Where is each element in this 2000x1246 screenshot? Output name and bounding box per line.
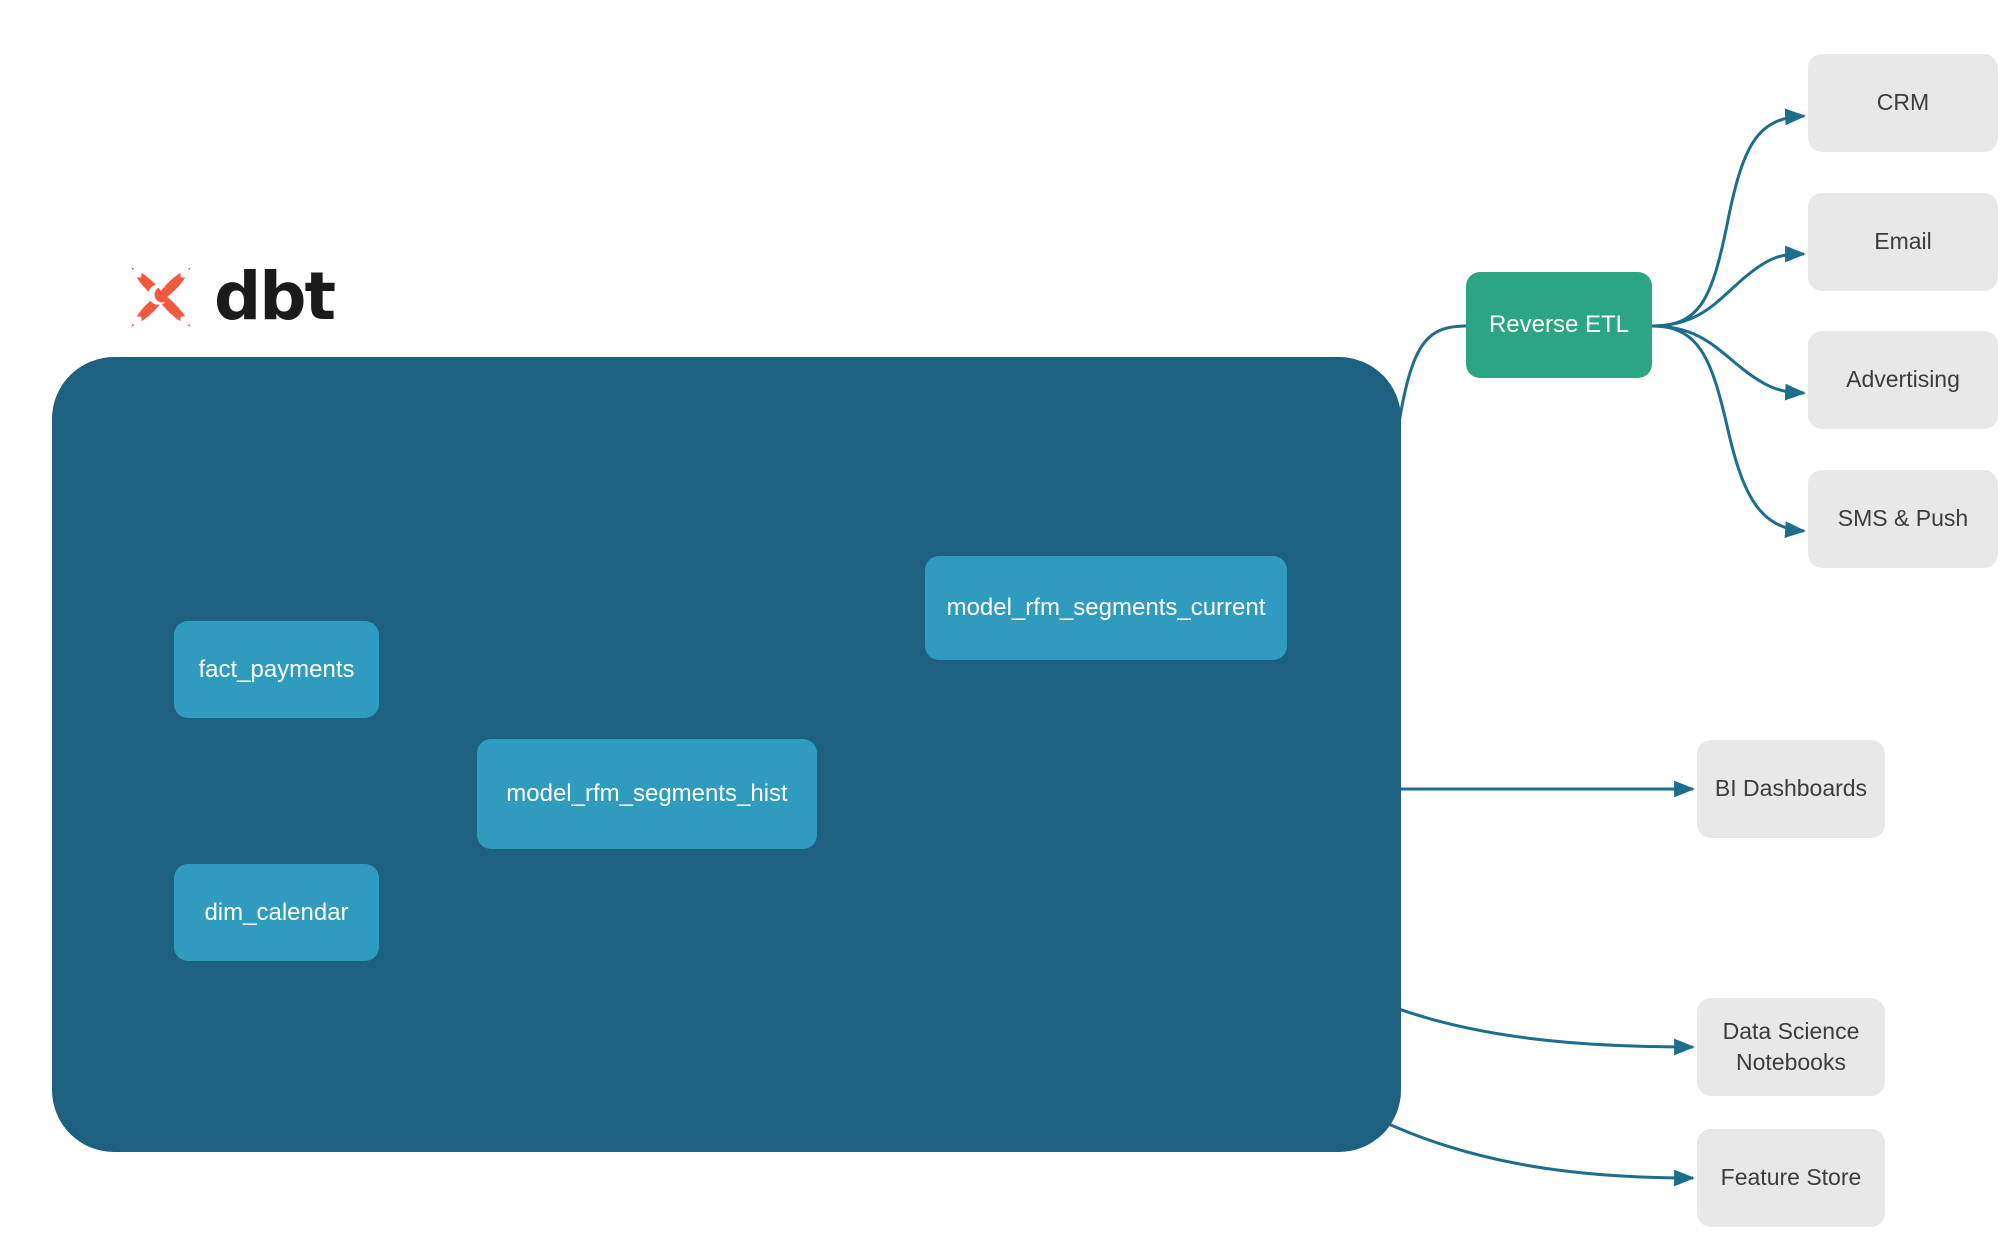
node-feature-store[interactable]: Feature Store — [1697, 1129, 1885, 1227]
node-model-rfm-segments-current[interactable]: model_rfm_segments_current — [925, 556, 1287, 660]
node-reverse-etl[interactable]: Reverse ETL — [1466, 272, 1652, 378]
dbt-logo: dbt — [122, 258, 336, 336]
node-model-rfm-segments-hist[interactable]: model_rfm_segments_hist — [477, 739, 817, 849]
node-data-science-notebooks[interactable]: Data Science Notebooks — [1697, 998, 1885, 1096]
edge-reverse-etl-to-advertising — [1651, 324, 1807, 401]
node-fact-payments[interactable]: fact_payments — [174, 621, 379, 718]
node-label: fact_payments — [198, 655, 355, 683]
node-label: Reverse ETL — [1488, 311, 1630, 338]
node-label: model_rfm_segments_current — [946, 594, 1266, 621]
dbt-wordmark: dbt — [214, 258, 336, 335]
node-advertising[interactable]: Advertising — [1808, 331, 1998, 429]
node-label: Feature Store — [1720, 1164, 1862, 1191]
edge-reverse-etl-to-sms-push — [1651, 324, 1807, 539]
node-label: Data Science Notebooks — [1722, 1017, 1860, 1075]
node-label: dim_calendar — [204, 898, 349, 926]
edge-reverse-etl-to-crm — [1651, 108, 1807, 328]
node-email[interactable]: Email — [1808, 193, 1998, 291]
node-crm[interactable]: CRM — [1808, 54, 1998, 152]
edge-reverse-etl-to-email — [1651, 245, 1807, 328]
node-label: BI Dashboards — [1714, 775, 1868, 802]
node-label: model_rfm_segments_hist — [506, 780, 788, 807]
node-bi-dashboards[interactable]: BI Dashboards — [1697, 740, 1885, 838]
node-label: Advertising — [1846, 366, 1960, 393]
node-label: SMS & Push — [1837, 505, 1969, 532]
node-dim-calendar[interactable]: dim_calendar — [174, 864, 379, 961]
node-sms-push[interactable]: SMS & Push — [1808, 470, 1998, 568]
dbt-mark-icon — [131, 267, 191, 327]
node-label: CRM — [1876, 89, 1930, 116]
node-label: Email — [1874, 228, 1932, 255]
